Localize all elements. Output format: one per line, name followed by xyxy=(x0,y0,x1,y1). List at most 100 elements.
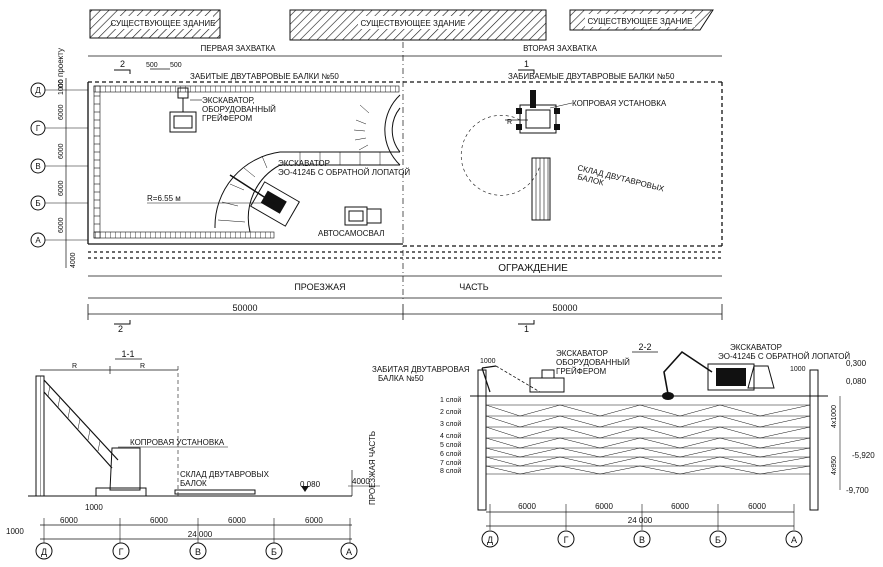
svg-text:БАЛКА №50: БАЛКА №50 xyxy=(378,374,424,383)
svg-text:В: В xyxy=(35,162,40,171)
svg-text:2: 2 xyxy=(118,324,123,334)
svg-text:6000: 6000 xyxy=(595,502,613,511)
svg-text:1 слой: 1 слой xyxy=(440,396,461,404)
svg-text:2 слой: 2 слой xyxy=(440,408,461,416)
svg-text:ЭО-4124Б С ОБРАТНОЙ ЛОПАТОЙ: ЭО-4124Б С ОБРАТНОЙ ЛОПАТОЙ xyxy=(278,168,410,177)
svg-text:6000: 6000 xyxy=(305,516,323,525)
section-2-title: 2-2 xyxy=(638,342,651,352)
beams-driven-label: ЗАБИТЫЕ ДВУТАВРОВЫЕ БАЛКИ №50 xyxy=(190,72,339,81)
excavator-backhoe-icon xyxy=(229,174,301,227)
svg-text:3 слой: 3 слой xyxy=(440,420,461,428)
svg-text:500: 500 xyxy=(170,62,182,69)
svg-text:0,080: 0,080 xyxy=(300,480,321,489)
svg-text:КОПРОВАЯ УСТАНОВКА: КОПРОВАЯ УСТАНОВКА xyxy=(572,99,667,108)
excavation-layers xyxy=(470,369,828,511)
fence-label: ОГРАЖДЕНИЕ xyxy=(498,263,568,274)
svg-text:R: R xyxy=(72,363,77,370)
svg-text:1000: 1000 xyxy=(6,527,24,536)
svg-text:1000: 1000 xyxy=(58,79,65,95)
svg-text:5 слой: 5 слой xyxy=(440,441,461,449)
building-2-label: СУЩЕСТВУЮЩЕЕ ЗДАНИЕ xyxy=(361,19,466,28)
existing-buildings: СУЩЕСТВУЮЩЕЕ ЗДАНИЕ СУЩЕСТВУЮЩЕЕ ЗДАНИЕ … xyxy=(89,9,714,41)
svg-text:24 000: 24 000 xyxy=(628,516,653,525)
axis-marker-g: Г xyxy=(30,120,46,136)
svg-text:ОБОРУДОВАННЫЙ: ОБОРУДОВАННЫЙ xyxy=(202,105,276,114)
cut-2-top: 2 xyxy=(120,59,125,69)
svg-text:0,300: 0,300 xyxy=(846,359,867,368)
svg-text:6000: 6000 xyxy=(228,516,246,525)
svg-text:ГРЕЙФЕРОМ: ГРЕЙФЕРОМ xyxy=(556,367,607,376)
svg-text:ПРОЕЗЖАЯ ЧАСТЬ: ПРОЕЗЖАЯ ЧАСТЬ xyxy=(368,431,377,505)
svg-text:-9,700: -9,700 xyxy=(846,486,869,495)
layer-labels: 1 слой 2 слой 3 слой 4 слой 5 слой 6 сло… xyxy=(440,396,461,475)
beams-driving-label: ЗАБИВАЕМЫЕ ДВУТАВРОВЫЕ БАЛКИ №50 xyxy=(508,72,675,81)
svg-text:6000: 6000 xyxy=(518,502,536,511)
axis-marker-d: Д xyxy=(30,82,46,98)
excavator-grab-icon xyxy=(169,87,197,133)
svg-text:1: 1 xyxy=(524,324,529,334)
excavation-pit xyxy=(87,81,723,247)
pile-driver-section-icon xyxy=(35,375,147,497)
building-1-label: СУЩЕСТВУЮЩЕЕ ЗДАНИЕ xyxy=(111,19,216,28)
section-1-axes: Д Г В Б А xyxy=(35,542,358,560)
svg-text:А: А xyxy=(346,547,352,557)
svg-text:ЭКСКАВАТОР: ЭКСКАВАТОР xyxy=(730,343,782,352)
svg-text:6000: 6000 xyxy=(671,502,689,511)
stage-1-label: ПЕРВАЯ ЗАХВАТКА xyxy=(201,44,277,53)
radius-label: R=6.55 м xyxy=(147,194,181,203)
svg-text:Б: Б xyxy=(271,547,277,557)
svg-text:АВТОСАМОСВАЛ: АВТОСАМОСВАЛ xyxy=(318,229,384,238)
section-1-title: 1-1 xyxy=(121,349,134,359)
svg-text:В: В xyxy=(639,535,645,545)
svg-text:ЗАБИТАЯ ДВУТАВРОВАЯ: ЗАБИТАЯ ДВУТАВРОВАЯ xyxy=(372,365,470,374)
svg-text:6 слой: 6 слой xyxy=(440,450,461,458)
pile-driver-plan-icon xyxy=(460,90,560,196)
svg-text:6000: 6000 xyxy=(58,104,65,120)
svg-text:24 000: 24 000 xyxy=(188,530,213,539)
svg-text:4 слой: 4 слой xyxy=(440,432,461,440)
dim-total-1: 50000 xyxy=(232,303,257,313)
svg-text:ЭКСКАВАТОР: ЭКСКАВАТОР xyxy=(556,349,608,358)
svg-text:БАЛОК: БАЛОК xyxy=(180,479,207,488)
road-label-2: ЧАСТЬ xyxy=(459,282,489,292)
svg-text:4x950: 4x950 xyxy=(831,456,838,475)
svg-text:Б: Б xyxy=(715,535,721,545)
section-2-axes: Д Г В Б А xyxy=(481,530,803,548)
side-label: по проекту xyxy=(56,48,65,88)
svg-text:Г: Г xyxy=(119,547,124,557)
svg-text:R: R xyxy=(507,119,512,126)
svg-text:КОПРОВАЯ УСТАНОВКА: КОПРОВАЯ УСТАНОВКА xyxy=(130,438,225,447)
svg-text:7 слой: 7 слой xyxy=(440,459,461,467)
svg-text:-5,920: -5,920 xyxy=(852,451,875,460)
svg-text:6000: 6000 xyxy=(748,502,766,511)
svg-text:ГРЕЙФЕРОМ: ГРЕЙФЕРОМ xyxy=(202,114,253,123)
svg-text:4000: 4000 xyxy=(352,477,370,486)
dim-total-2: 50000 xyxy=(552,303,577,313)
svg-text:4x1000: 4x1000 xyxy=(831,405,838,428)
svg-text:Г: Г xyxy=(564,535,569,545)
svg-text:6000: 6000 xyxy=(60,516,78,525)
svg-text:0,080: 0,080 xyxy=(846,377,867,386)
svg-text:А: А xyxy=(791,535,797,545)
svg-text:ЭКСКАВАТОР,: ЭКСКАВАТОР, xyxy=(202,96,255,105)
building-2 xyxy=(289,9,547,41)
svg-text:ЭО-4124Б С ОБРАТНОЙ ЛОПАТОЙ: ЭО-4124Б С ОБРАТНОЙ ЛОПАТОЙ xyxy=(718,352,850,361)
svg-text:СКЛАД ДВУТАВРОВЫХ: СКЛАД ДВУТАВРОВЫХ xyxy=(180,470,270,479)
axis-marker-a: А xyxy=(30,232,46,248)
svg-text:R: R xyxy=(140,363,145,370)
svg-text:Д: Д xyxy=(487,535,493,545)
svg-text:А: А xyxy=(35,236,41,245)
cut-1-top: 1 xyxy=(524,59,529,69)
beam-storage-icon xyxy=(531,157,551,221)
svg-text:ЭКСКАВАТОР: ЭКСКАВАТОР xyxy=(278,159,330,168)
svg-text:1000: 1000 xyxy=(790,366,806,373)
svg-text:Д: Д xyxy=(35,86,41,95)
svg-text:8 слой: 8 слой xyxy=(440,467,461,475)
svg-text:Б: Б xyxy=(35,199,40,208)
svg-text:ОБОРУДОВАННЫЙ: ОБОРУДОВАННЫЙ xyxy=(556,358,630,367)
road-label-1: ПРОЕЗЖАЯ xyxy=(294,282,345,292)
svg-text:1000: 1000 xyxy=(85,503,103,512)
backhoe-excavator-section-icon xyxy=(662,350,775,400)
svg-text:6000: 6000 xyxy=(58,180,65,196)
